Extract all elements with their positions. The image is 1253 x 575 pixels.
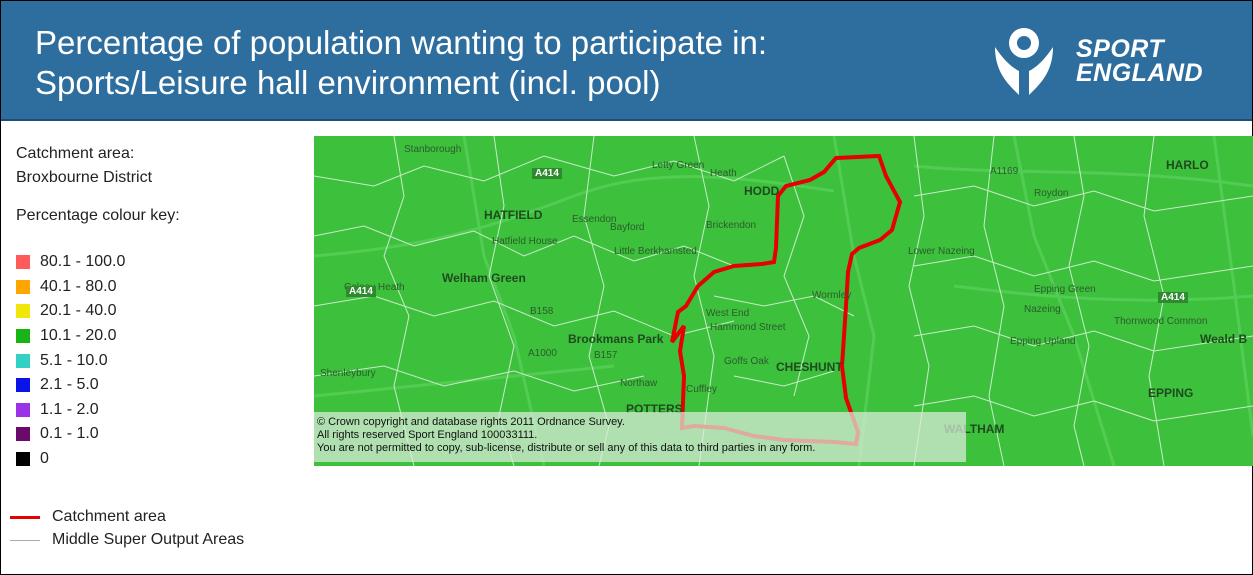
colour-key-label: 10.1 - 20.0 — [40, 327, 117, 345]
colour-swatch — [16, 353, 30, 368]
colour-key-label: 2.1 - 5.0 — [40, 376, 99, 394]
colour-key-list: 80.1 - 100.0 40.1 - 80.0 20.1 - 40.0 10.1 -… — [16, 250, 306, 471]
logo-line-1: SPORT — [1076, 35, 1165, 63]
colour-key-label: 1.1 - 2.0 — [40, 400, 99, 418]
colour-key-label: 20.1 - 40.0 — [40, 302, 117, 320]
colour-key-label: 40.1 - 80.0 — [40, 277, 117, 295]
place-northaw: Northaw — [620, 378, 658, 389]
colour-swatch — [16, 452, 30, 467]
colour-key-title: Percentage colour key: — [16, 207, 180, 224]
place-hatfield-house: Hatfield House — [492, 236, 558, 247]
colour-swatch — [16, 427, 30, 442]
colour-key-item: 20.1 - 40.0 — [16, 299, 306, 324]
place-wormley: Wormley — [812, 290, 852, 301]
road-network — [314, 136, 1253, 466]
place-epping-green: Epping Green — [1034, 284, 1096, 295]
place-letty-green: Letty Green — [652, 160, 705, 171]
copyright-line-1: © Crown copyright and database rights 20… — [317, 416, 625, 428]
catchment-label: Catchment area: — [16, 145, 135, 162]
place-roydon: Roydon — [1034, 188, 1069, 199]
road-b157: B157 — [594, 350, 618, 361]
place-goffs-oak: Goffs Oak — [724, 356, 769, 367]
place-bayford: Bayford — [610, 222, 645, 233]
place-stanborough: Stanborough — [404, 144, 462, 155]
road-a1169: A1169 — [990, 166, 1019, 177]
place-cuffley: Cuffley — [686, 384, 717, 395]
colour-key-item: 40.1 - 80.0 — [16, 275, 306, 300]
road-a414-left: A414 — [346, 286, 376, 297]
line-key-msoa-label: Middle Super Output Areas — [52, 531, 245, 548]
colour-key-label: 5.1 - 10.0 — [40, 351, 108, 369]
msoa-line-swatch — [10, 539, 40, 541]
msoa-boundaries — [314, 136, 1253, 466]
road-a1000: A1000 — [528, 348, 557, 359]
place-brickendon: Brickendon — [706, 220, 757, 231]
colour-key-label: 0 — [40, 450, 49, 468]
colour-swatch — [16, 304, 30, 319]
copyright-line-2: All rights reserved Sport England 100033… — [317, 429, 538, 441]
place-epping-upland: Epping Upland — [1010, 336, 1076, 347]
page-title: Percentage of population wanting to part… — [35, 23, 767, 103]
place-hammond-street: Hammond Street — [710, 322, 786, 333]
place-weald: Weald B — [1200, 332, 1248, 346]
place-nazeing: Nazeing — [1024, 304, 1061, 315]
road-b158: B158 — [530, 306, 554, 317]
header-banner: Percentage of population wanting to part… — [1, 1, 1252, 121]
place-hoddesdon: HODD — [744, 184, 780, 198]
title-line-2: Sports/Leisure hall environment (incl. p… — [35, 64, 661, 101]
place-hertford-heath: Heath — [710, 168, 737, 179]
copyright-line-3: You are not permitted to copy, sub-licen… — [317, 442, 816, 454]
colour-swatch — [16, 378, 30, 393]
title-line-1: Percentage of population wanting to part… — [35, 24, 767, 61]
road-a414-top: A414 — [532, 168, 562, 179]
line-key-catchment-label: Catchment area — [52, 508, 166, 525]
copyright-notice: © Crown copyright and database rights 20… — [314, 412, 966, 462]
colour-key-label: 80.1 - 100.0 — [40, 253, 126, 271]
place-cheshunt: CHESHUNT — [776, 360, 843, 374]
line-key-msoa: Middle Super Output Areas — [10, 531, 244, 549]
colour-swatch — [16, 255, 30, 270]
place-thornwood: Thornwood Common — [1114, 316, 1208, 327]
colour-key-item: 2.1 - 5.0 — [16, 373, 306, 398]
colour-key-item: 5.1 - 10.0 — [16, 348, 306, 373]
colour-key-label: 0.1 - 1.0 — [40, 425, 99, 443]
logo-line-2: ENGLAND — [1076, 59, 1204, 87]
place-brookmans-park: Brookmans Park — [568, 332, 664, 346]
colour-key-item: 0 — [16, 447, 306, 472]
colour-key-item: 1.1 - 2.0 — [16, 398, 306, 423]
legend-panel: Catchment area: Broxbourne District Perc… — [16, 142, 306, 471]
place-hatfield: HATFIELD — [484, 208, 543, 222]
place-west-end: West End — [706, 308, 750, 319]
catchment-line-swatch — [10, 515, 40, 519]
place-shenley: Shenleybury — [320, 368, 376, 379]
logo-wordmark: SPORT ENGLAND — [1076, 35, 1204, 87]
colour-swatch — [16, 279, 30, 294]
colour-swatch — [16, 329, 30, 344]
place-little-berkhamsted: Little Berkhamsted — [614, 246, 697, 257]
sport-england-emblem-icon — [995, 28, 1053, 95]
colour-key-item: 80.1 - 100.0 — [16, 250, 306, 275]
map-svg — [314, 136, 1253, 466]
colour-key-item: 10.1 - 20.0 — [16, 324, 306, 349]
sport-england-logo: SPORT ENGLAND — [991, 23, 1231, 99]
place-essendon: Essendon — [572, 214, 617, 225]
road-a414-right: A414 — [1158, 292, 1188, 303]
colour-swatch — [16, 402, 30, 417]
place-welham-green: Welham Green — [442, 271, 526, 285]
place-epping: EPPING — [1148, 386, 1194, 400]
line-key-catchment: Catchment area — [10, 508, 166, 526]
place-harlow: HARLO — [1166, 158, 1209, 172]
colour-key-item: 0.1 - 1.0 — [16, 422, 306, 447]
place-lower-nazeing: Lower Nazeing — [908, 246, 975, 257]
catchment-map[interactable]: HATFIELD HODD Welham Green CHESHUNT Broo… — [314, 136, 1253, 466]
catchment-name: Broxbourne District — [16, 169, 153, 186]
